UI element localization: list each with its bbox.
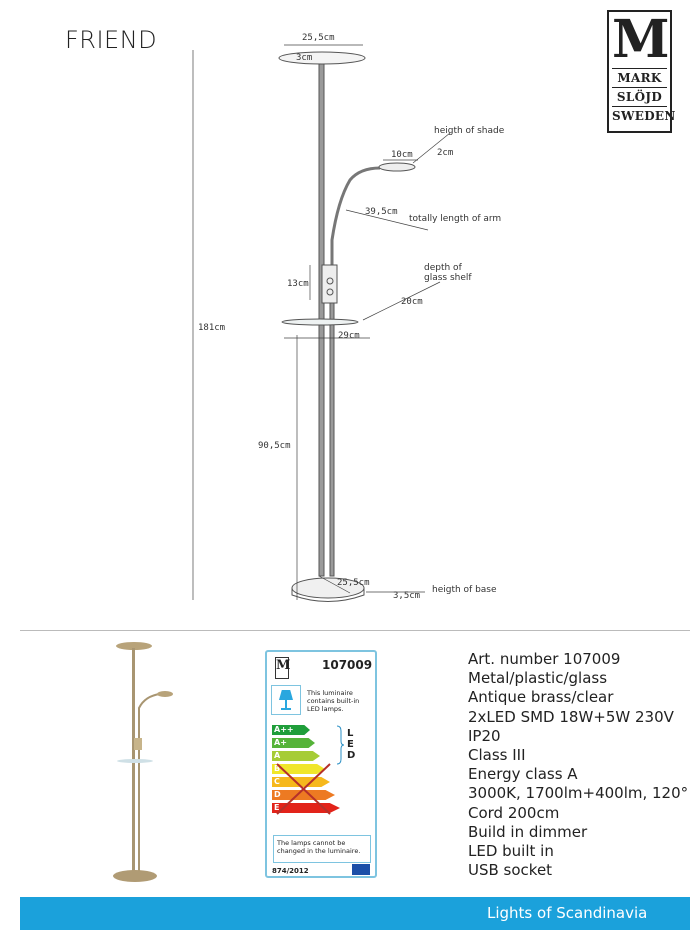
lamp-icon <box>271 685 301 715</box>
spec-item: 3000K, 1700lm+400lm, 120° <box>468 784 689 803</box>
note-arm: totally length of arm <box>409 214 502 224</box>
product-photo <box>113 642 173 882</box>
logo-line: SLÖJD <box>612 88 667 107</box>
spec-item: USB socket <box>468 861 553 880</box>
energy-class-bar: A+ <box>272 738 315 748</box>
led-letter: L <box>347 728 354 739</box>
energy-class-bar: A++ <box>272 725 310 735</box>
footer-banner: Lights of Scandinavia <box>20 897 690 930</box>
product-title: FRIEND <box>65 26 158 54</box>
spec-item: Cord 200cm <box>468 803 560 822</box>
spec-item: 2xLED SMD 18W+5W 230V <box>468 707 674 726</box>
dim-shelf-height: 90,5cm <box>258 441 291 451</box>
spec-item: Metal/plastic/glass <box>468 669 608 688</box>
logo-line: SWEDEN <box>612 109 676 123</box>
dim-arm-length: 39,5cm <box>365 207 398 217</box>
spec-item: Energy class A <box>468 765 578 784</box>
dim-switch-height: 13cm <box>287 279 309 289</box>
spec-item: Build in dimmer <box>468 822 588 841</box>
energy-label: M 107009 This luminaire contains built-i… <box>265 650 377 878</box>
label-info: This luminaire contains built-in LED lam… <box>307 689 360 713</box>
energy-class-bar: E <box>272 803 340 813</box>
led-letter: D <box>347 750 356 761</box>
led-letter: E <box>347 739 354 750</box>
dim-shelf-width: 29cm <box>338 331 360 341</box>
led-marker: L E D <box>347 728 355 761</box>
dim-top-height: 3cm <box>296 53 313 63</box>
dim-total-height: 181cm <box>198 323 226 333</box>
spec-item: Antique brass/clear <box>468 688 614 707</box>
banner-text: Lights of Scandinavia <box>487 904 648 922</box>
note-shade: heigth of shade <box>434 126 505 136</box>
spec-item: Class III <box>468 746 526 765</box>
eu-flag-icon <box>352 864 370 875</box>
dim-top-width: 25,5cm <box>302 33 335 43</box>
spec-list: Art. number 107009 Metal/plastic/glass A… <box>468 650 688 880</box>
dim-shelf-depth: 20cm <box>401 297 423 307</box>
logo-line: MARK <box>612 69 667 88</box>
label-note: The lamps cannot be changed in the lumin… <box>273 835 371 863</box>
logo-initial: M <box>612 9 670 70</box>
brace-icon <box>336 725 345 765</box>
energy-class-bar: D <box>272 790 335 800</box>
brand-logo: M MARK SLÖJD SWEDEN <box>607 9 676 133</box>
spec-item: IP20 <box>468 726 501 745</box>
dim-base-height: 3,5cm <box>393 591 421 601</box>
note-base: heigth of base <box>432 585 497 595</box>
label-article-number: 107009 <box>322 658 373 672</box>
label-regulation: 874/2012 <box>272 867 309 875</box>
lamp-dimension-drawing <box>192 44 451 602</box>
dim-shade-height: 2cm <box>437 148 454 158</box>
energy-class-bar: A <box>272 751 320 761</box>
dim-shade-width: 10cm <box>391 150 413 160</box>
energy-class-bar: B <box>272 764 325 774</box>
note-shelf: depth of glass shelf <box>424 263 472 283</box>
spec-item: LED built in <box>468 842 554 861</box>
cross-out-mark <box>276 763 331 815</box>
spec-item: Art. number 107009 <box>468 650 621 668</box>
dim-base-width: 25,5cm <box>337 578 370 588</box>
energy-class-bar: C <box>272 777 330 787</box>
label-logo: M <box>275 657 290 679</box>
section-divider <box>20 630 690 631</box>
